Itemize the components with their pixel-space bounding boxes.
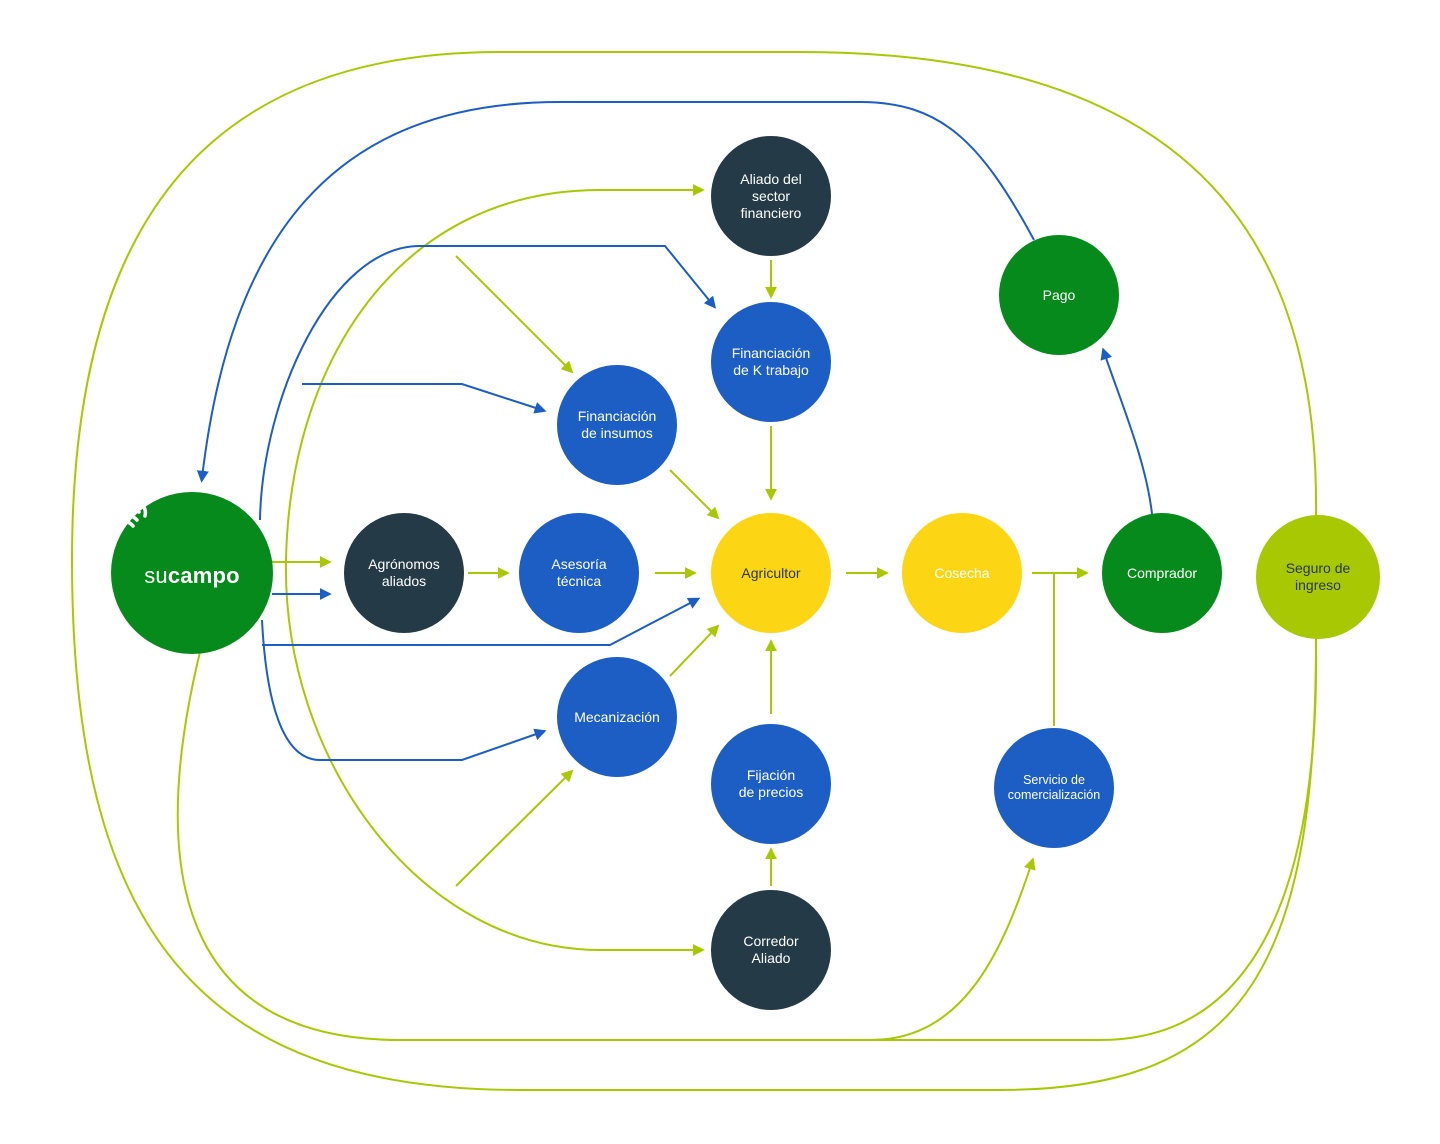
blue-branch-top — [259, 245, 717, 521]
node-mecanizacion-label: Mecanización — [574, 708, 660, 725]
sucampo-node[interactable]: sucampo — [111, 492, 273, 654]
node-asesoria-label: Asesoría técnica — [551, 556, 607, 589]
node-servicio[interactable]: Servicio de comercialización — [994, 728, 1114, 848]
node-seguro[interactable]: Seguro de ingreso — [1256, 515, 1380, 639]
node-fijacion-label: Fijación de precios — [738, 767, 804, 800]
node-cosecha-label: Cosecha — [934, 564, 990, 581]
lime-mecanizacion-agricultor — [669, 624, 720, 677]
node-corredor[interactable]: Corredor Aliado — [711, 890, 831, 1010]
node-agronomos[interactable]: Agrónomos aliados — [344, 513, 464, 633]
node-mecanizacion[interactable]: Mecanización — [557, 657, 677, 777]
blue-branch-mecanizacion — [261, 619, 547, 761]
node-agronomos-label: Agrónomos aliados — [368, 556, 440, 589]
node-financiacion-insumos[interactable]: Financiación de insumos — [557, 365, 677, 485]
node-cosecha[interactable]: Cosecha — [902, 513, 1022, 633]
node-agricultor[interactable]: Agricultor — [711, 513, 831, 633]
node-aliado-financiero[interactable]: Aliado del sector financiero — [711, 136, 831, 256]
sucampo-wordmark: sucampo — [144, 563, 240, 588]
node-financiacion-insumos-label: Financiación de insumos — [577, 408, 657, 441]
outer-loop-line — [176, 637, 1318, 1041]
node-asesoria[interactable]: Asesoría técnica — [519, 513, 639, 633]
node-comprador-label: Comprador — [1126, 564, 1198, 581]
node-corredor-label: Corredor Aliado — [743, 933, 799, 966]
node-pago[interactable]: Pago — [999, 235, 1119, 355]
node-financiacion-k-label: Financiación de K trabajo — [731, 345, 811, 378]
node-agricultor-label: Agricultor — [741, 564, 801, 581]
node-financiacion-k[interactable]: Financiación de K trabajo — [711, 302, 831, 422]
node-seguro-label: Seguro de ingreso — [1285, 560, 1351, 593]
lime-branch-mecanizacion — [455, 769, 574, 887]
lime-to-servicio — [869, 857, 1036, 1041]
lime-branch-insumos — [455, 255, 574, 374]
blue-branch-insumos — [302, 383, 547, 414]
outer-arc-line — [70, 51, 1318, 1091]
node-aliado-financiero-label: Aliado del sector financiero — [740, 170, 802, 221]
node-fijacion[interactable]: Fijación de precios — [711, 724, 831, 844]
node-servicio-label: Servicio de comercialización — [1007, 773, 1101, 802]
blue-comprador-pago — [1100, 347, 1153, 515]
inner-sweep-line — [284, 189, 698, 951]
payment-return-line — [196, 101, 1035, 483]
lime-insumos-agricultor — [669, 469, 720, 520]
node-comprador[interactable]: Comprador — [1102, 513, 1222, 633]
blue-branch-agricultor — [262, 597, 701, 646]
node-pago-label: Pago — [1042, 286, 1076, 303]
